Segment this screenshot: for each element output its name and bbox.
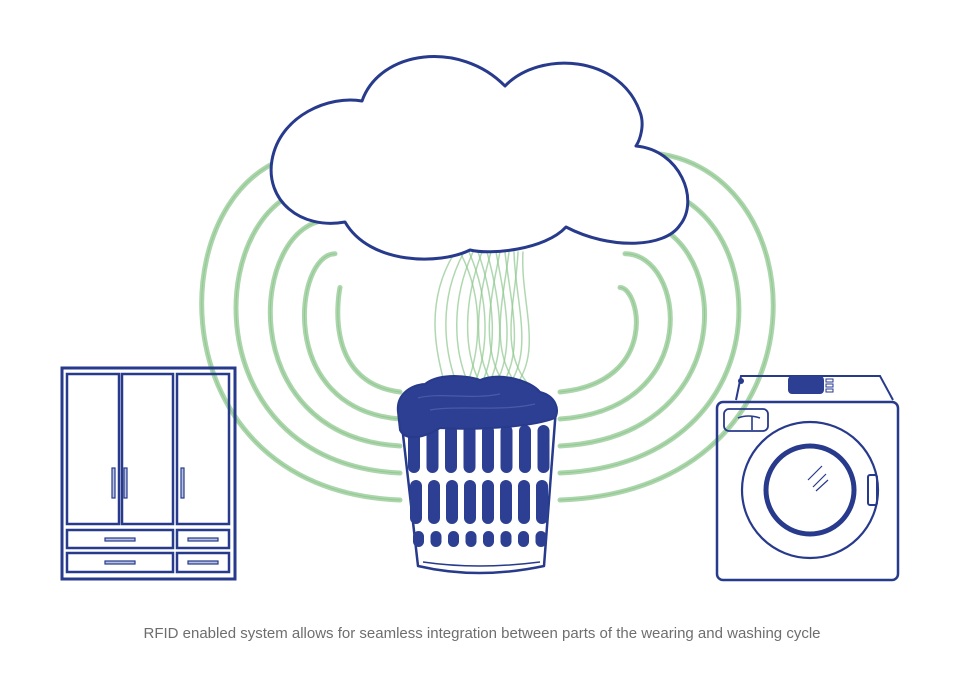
basket-slot-lower [464, 480, 476, 524]
basket-slot-bottom [535, 531, 547, 547]
cloud-icon [269, 55, 690, 261]
basket-slot-upper [426, 425, 439, 473]
signal-arc-center [434, 251, 456, 386]
signal-arc-right-strand [559, 152, 774, 501]
power-indicator [738, 378, 744, 384]
door-glass [763, 443, 857, 537]
basket-slot-lower [518, 480, 530, 524]
signal-arc-left-strand [337, 287, 401, 393]
machine-body [715, 400, 900, 582]
signal-arc-center [445, 251, 465, 386]
signal-arc-right [557, 285, 639, 395]
signal-arc-center [477, 251, 494, 386]
signal-arc-left-strand [201, 152, 401, 501]
basket-slot-upper [463, 425, 476, 473]
washing-machine-icon [715, 375, 900, 582]
basket-slot-lower [536, 480, 548, 524]
door-handle [867, 474, 878, 506]
signal-arc-center [515, 251, 531, 386]
basket-slot-bottom [465, 531, 477, 547]
signal-arc-center [508, 251, 523, 386]
basket-slot-bottom [500, 531, 512, 547]
signal-arc-right-strand [559, 287, 637, 393]
signal-arc-center [468, 251, 486, 386]
basket-base-line [422, 561, 541, 567]
basket-slot-upper [519, 425, 531, 473]
signal-arc-center [494, 251, 508, 386]
basket-slot-upper [537, 425, 550, 473]
diagram-caption: RFID enabled system allows for seamless … [143, 625, 820, 642]
signal-arc-center [477, 251, 494, 386]
signal-arc-right-strand [559, 253, 671, 420]
basket-slot-upper [445, 425, 457, 473]
control-display [788, 376, 824, 394]
signal-arc-left [301, 251, 403, 422]
signal-arc-left-strand [269, 219, 401, 447]
signal-arcs [199, 150, 776, 503]
clothes-pile [396, 375, 559, 439]
basket-slot-bottom [518, 531, 529, 547]
basket-slot-bottom [413, 531, 424, 547]
basket-slot-lower [482, 480, 494, 524]
cloud-outline [269, 55, 690, 261]
basket-slot-lower [428, 480, 440, 524]
basket-slots [408, 425, 550, 547]
basket-slot-upper [500, 425, 513, 473]
signal-arc-center [486, 251, 501, 386]
basket-slot-upper [482, 425, 494, 473]
door-ring [740, 420, 880, 560]
basket-slot-bottom [483, 531, 494, 547]
basket-body [398, 406, 558, 575]
basket-slot-bottom [448, 531, 459, 547]
signal-arc-center [466, 251, 483, 386]
signal-arc-right [557, 251, 673, 422]
signal-arc-center [488, 251, 506, 386]
basket-slot-lower [500, 480, 512, 524]
signal-arc-center [510, 251, 530, 386]
signal-arc-center [456, 251, 474, 386]
detergent-drawer [723, 408, 769, 432]
basket-slot-lower [410, 480, 422, 524]
signal-arc-left [335, 285, 403, 395]
signal-arc-center [499, 251, 518, 386]
wardrobe-icon [60, 366, 237, 581]
signal-arc-left-strand [303, 253, 401, 420]
laundry-basket-icon [396, 375, 559, 575]
basket-slot-bottom [430, 531, 442, 547]
basket-slot-lower [446, 480, 458, 524]
